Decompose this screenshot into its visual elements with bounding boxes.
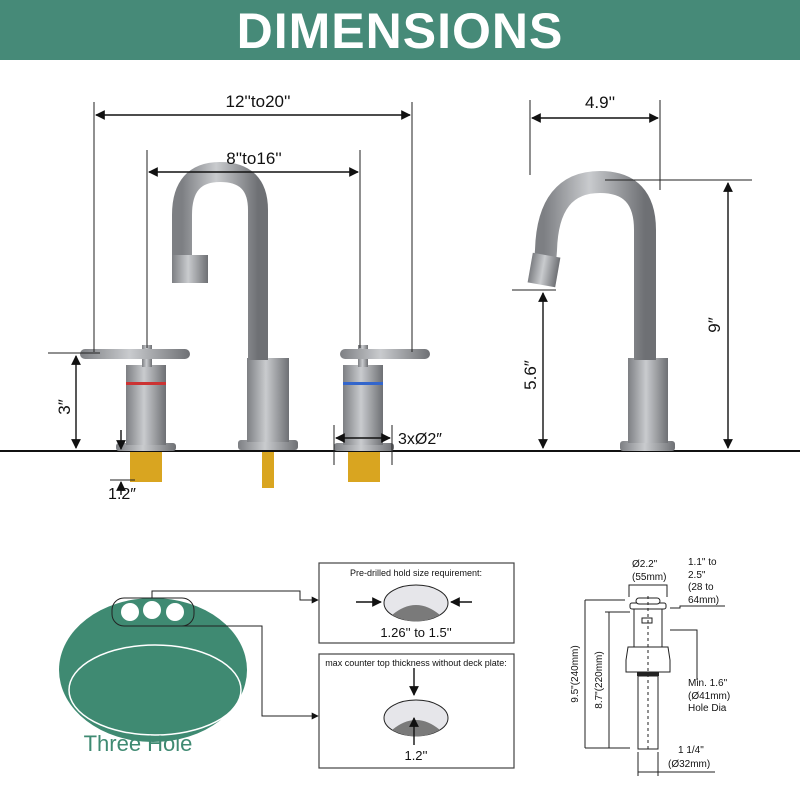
drain-hole-2: (Ø41mm) (688, 691, 730, 702)
drain-thickness-1: 1.1" to (688, 557, 717, 568)
drain-dimension-lines (584, 584, 725, 776)
drain-pipe-1: 1 1/4" (678, 745, 704, 756)
drain-hole-1: Min. 1.6" (688, 678, 728, 689)
thickness-box-title: max counter top thickness without deck p… (325, 658, 507, 668)
sink-label: Three Hole (84, 731, 193, 756)
drain-thickness-4: 64mm) (688, 595, 719, 606)
drain-body-length: 8.7"(220mm) (594, 651, 605, 708)
overall-spread-label: 12''to20'' (226, 92, 291, 111)
front-dimension-lines (48, 102, 413, 495)
page-title: DIMENSIONS (0, 0, 800, 60)
drain-hole-3: Hole Dia (688, 703, 727, 714)
thickness-box (318, 653, 515, 769)
spout-height-label: 5.6″ (521, 360, 540, 390)
sink-illustration (59, 590, 319, 742)
drain-thickness-2: 2.5" (688, 570, 706, 581)
hole-size-box (318, 562, 515, 644)
thickness-box-value: 1.2'' (404, 748, 427, 763)
hole-box-title: Pre-drilled hold size requirement: (350, 568, 482, 578)
total-height-label: 9″ (705, 317, 724, 332)
drain-top-dia-mm: (55mm) (632, 572, 666, 583)
drain-total-length: 9.5"(240mm) (570, 645, 581, 702)
shank-length-label: 1.2″ (108, 486, 136, 503)
handle-height-label: 3″ (55, 399, 74, 414)
drain-top-dia: Ø2.2" (632, 559, 658, 570)
side-faucet-illustration (527, 170, 675, 451)
hole-box-value: 1.26'' to 1.5'' (380, 625, 451, 640)
front-faucet-illustration (80, 161, 430, 488)
reach-label: 4.9'' (585, 93, 615, 112)
drain-illustration (625, 596, 671, 750)
drain-pipe-2: (Ø32mm) (668, 759, 710, 770)
base-diameter-label: 3xØ2″ (398, 431, 442, 448)
handle-spread-label: 8''to16'' (226, 149, 282, 168)
side-dimension-lines (512, 100, 752, 449)
drain-thickness-3: (28 to (688, 582, 714, 593)
